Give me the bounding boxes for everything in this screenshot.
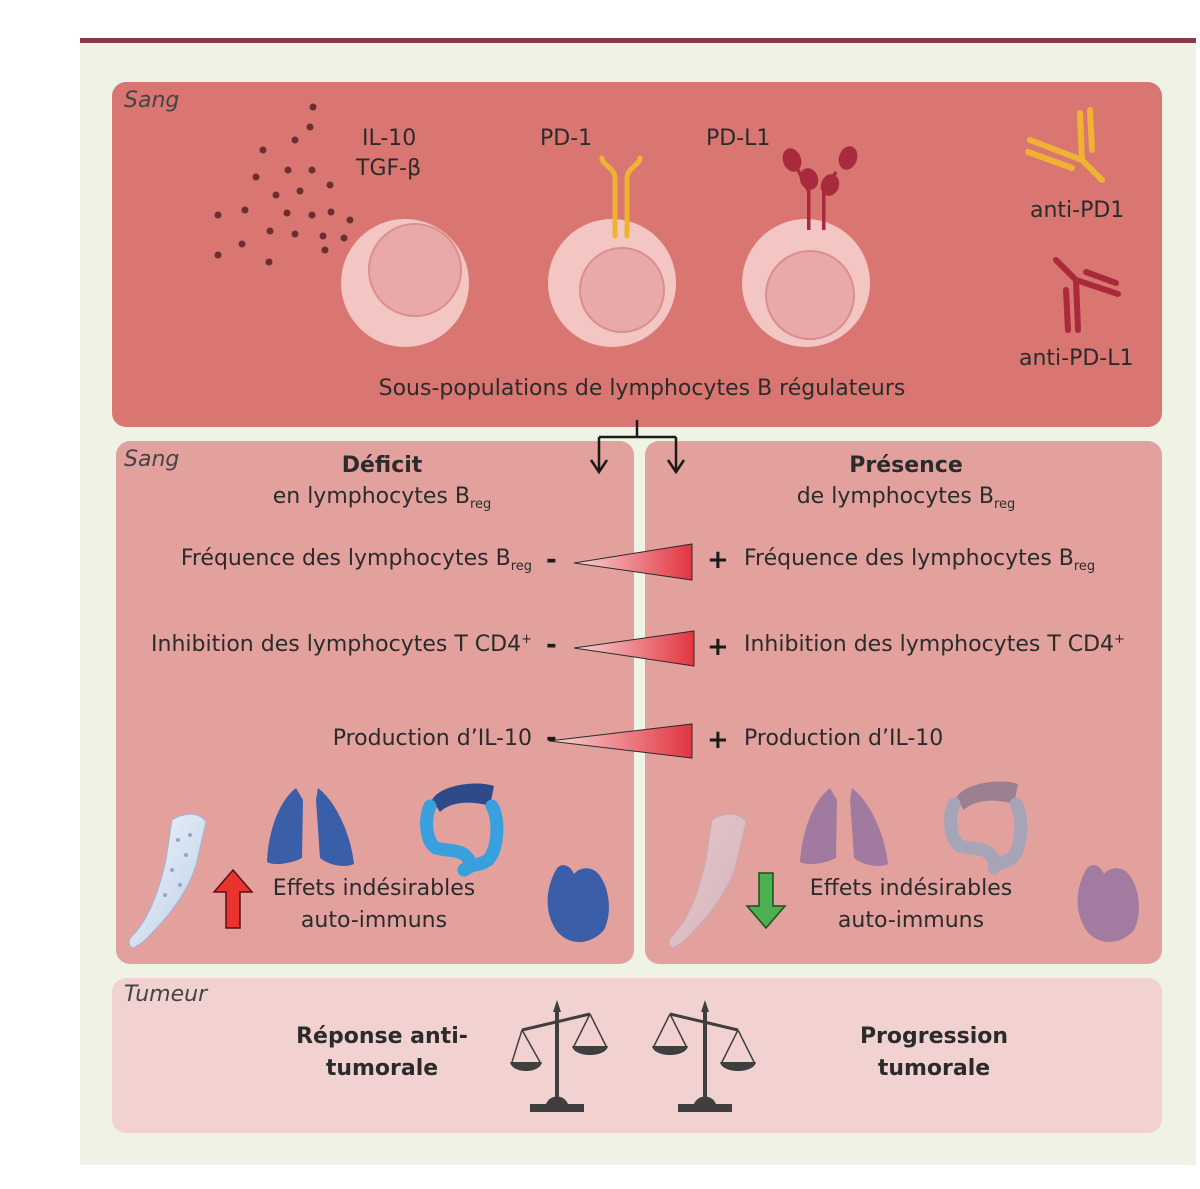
left-effects-line1: Effets indésirables	[272, 876, 476, 901]
plus-sign-2: +	[707, 632, 729, 662]
left-row-frequency: Fréquence des lymphocytes Breg	[180, 546, 532, 574]
antitumor-response-line1: Réponse anti-	[296, 1024, 468, 1049]
cytokine-label-tgfb: TGF-β	[356, 156, 422, 181]
heart-icon-left	[547, 865, 609, 942]
breg-cell-pd1	[548, 219, 676, 347]
receptor-label-pdl1: PD-L1	[706, 126, 771, 151]
tumor-panel	[112, 978, 1162, 1133]
region-label-sang-middle: Sang	[124, 447, 180, 472]
left-row-inhibition: Inhibition des lymphocytes T CD4+	[151, 632, 532, 657]
minus-sign-3: -	[546, 723, 557, 753]
right-row-frequency: Fréquence des lymphocytes Breg	[744, 546, 1096, 574]
heart-icon-right	[1077, 865, 1139, 942]
presence-title: Présence	[849, 453, 963, 478]
split-arrows	[589, 420, 686, 475]
pd1-receptor	[599, 155, 643, 239]
deficit-panel	[116, 441, 634, 964]
top-caption: Sous-populations de lymphocytes B régula…	[378, 376, 906, 401]
deficit-subtitle: en lymphocytes Breg	[272, 484, 492, 512]
region-label-sang-top: Sang	[124, 88, 180, 113]
plus-sign-3: +	[707, 725, 729, 755]
right-effects-line1: Effets indésirables	[809, 876, 1013, 901]
antibody-label-anti-pd1: anti-PD1	[1030, 198, 1125, 223]
down-arrow-icon	[745, 872, 787, 930]
up-arrow-icon	[212, 868, 254, 929]
lungs-icon-left	[267, 788, 354, 866]
arm-icon-left	[128, 813, 207, 949]
tumor-progression-line2: tumorale	[877, 1056, 991, 1081]
right-row-inhibition: Inhibition des lymphocytes T CD4+	[744, 632, 1125, 657]
breg-cell-pdl1	[742, 219, 870, 347]
intestine-icon-left	[420, 783, 504, 877]
right-row-il10: Production d’IL-10	[744, 726, 944, 751]
minus-sign-1: -	[546, 545, 557, 575]
minus-sign-2: -	[546, 630, 557, 660]
antibody-label-anti-pdl1: anti-PD-L1	[1019, 346, 1134, 371]
left-effects-line2: auto-immuns	[300, 908, 448, 933]
antitumor-response-line2: tumorale	[325, 1056, 439, 1081]
figure-top-rule	[80, 38, 1196, 43]
arm-icon-right	[668, 813, 747, 949]
scale-icon-right	[652, 1000, 756, 1112]
region-label-tumeur: Tumeur	[124, 982, 208, 1007]
presence-subtitle: de lymphocytes Breg	[796, 484, 1016, 512]
receptor-label-pd1: PD-1	[540, 126, 593, 151]
anti-pd-l1-antibody	[1053, 257, 1121, 333]
deficit-title: Déficit	[341, 453, 423, 478]
anti-pd1-antibody	[1025, 107, 1105, 183]
tumor-progression-line1: Progression	[859, 1024, 1009, 1049]
gradient-wedges	[548, 543, 695, 759]
left-row-il10: Production d’IL-10	[332, 726, 532, 751]
breg-cell-cytokine	[341, 219, 469, 347]
lungs-icon-right	[800, 788, 888, 866]
scale-icon-left	[510, 1000, 608, 1112]
intestine-icon-right	[944, 781, 1028, 875]
right-effects-line2: auto-immuns	[837, 908, 985, 933]
pdl1-ligand	[782, 146, 858, 230]
cytokine-label-il10: IL-10	[362, 126, 417, 151]
plus-sign-1: +	[707, 545, 729, 575]
